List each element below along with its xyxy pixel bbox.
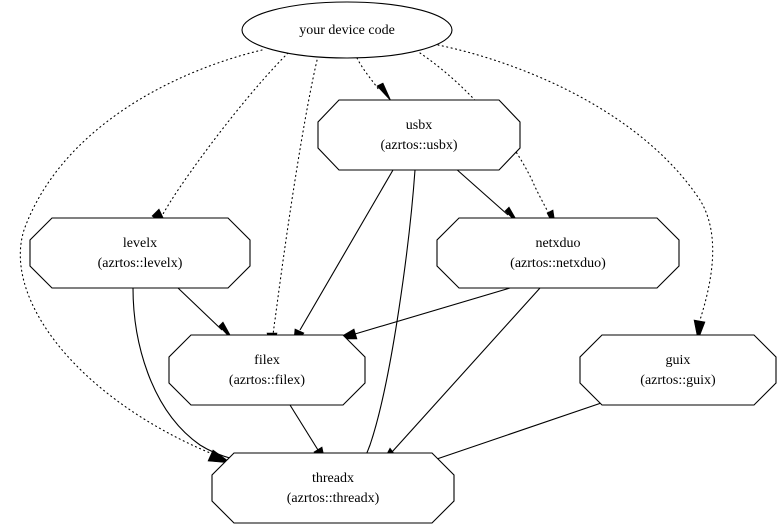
node-guix[interactable]: guix (azrtos::guix) bbox=[579, 334, 777, 406]
node-guix-shape bbox=[579, 334, 777, 406]
node-your-device-code-label: your device code bbox=[299, 23, 395, 38]
edge-netxduo-to-filex bbox=[335, 287, 511, 340]
node-netxduo-shape bbox=[436, 217, 680, 289]
edge-device-to-usbx bbox=[356, 57, 392, 102]
edge-levelx-to-filex bbox=[177, 287, 235, 343]
node-guix-label-line2: (azrtos::guix) bbox=[640, 373, 716, 388]
node-levelx-label-line2: (azrtos::levelx) bbox=[98, 256, 183, 271]
node-your-device-code-shape bbox=[241, 1, 453, 59]
node-netxduo-label-line1: netxduo bbox=[535, 236, 580, 251]
edge-usbx-to-threadx bbox=[358, 169, 416, 476]
edge-guix-to-threadx bbox=[411, 399, 611, 468]
node-levelx-label-line1: levelx bbox=[123, 236, 157, 251]
node-filex[interactable]: filex (azrtos::filex) bbox=[168, 334, 366, 406]
node-usbx[interactable]: usbx (azrtos::usbx) bbox=[317, 99, 521, 171]
node-usbx-shape bbox=[317, 99, 521, 171]
node-filex-label-line1: filex bbox=[254, 353, 280, 368]
node-threadx-shape bbox=[211, 452, 455, 524]
node-usbx-label-line2: (azrtos::usbx) bbox=[381, 138, 458, 153]
node-guix-label-line1: guix bbox=[666, 353, 691, 368]
node-usbx-label-line1: usbx bbox=[406, 118, 432, 133]
node-netxduo-label-line2: (azrtos::netxduo) bbox=[510, 256, 606, 271]
node-filex-shape bbox=[168, 334, 366, 406]
node-levelx[interactable]: levelx (azrtos::levelx) bbox=[29, 217, 251, 289]
node-levelx-shape bbox=[29, 217, 251, 289]
edge-device-to-threadx bbox=[19, 49, 263, 464]
node-layer: your device code usbx (azrtos::usbx) lev… bbox=[29, 1, 777, 524]
edge-netxduo-to-threadx bbox=[380, 287, 541, 466]
edge-usbx-to-netxduo bbox=[454, 167, 521, 227]
node-your-device-code[interactable]: your device code bbox=[241, 1, 453, 59]
edge-device-to-guix bbox=[437, 44, 714, 342]
node-threadx-label-line1: threadx bbox=[312, 471, 354, 486]
edge-usbx-to-filex bbox=[292, 169, 394, 350]
edge-device-to-filex bbox=[266, 55, 319, 353]
edge-device-to-levelx bbox=[151, 52, 289, 229]
node-threadx-label-line2: (azrtos::threadx) bbox=[287, 491, 380, 506]
node-netxduo[interactable]: netxduo (azrtos::netxduo) bbox=[436, 217, 680, 289]
node-threadx[interactable]: threadx (azrtos::threadx) bbox=[211, 452, 455, 524]
node-filex-label-line2: (azrtos::filex) bbox=[229, 373, 306, 388]
